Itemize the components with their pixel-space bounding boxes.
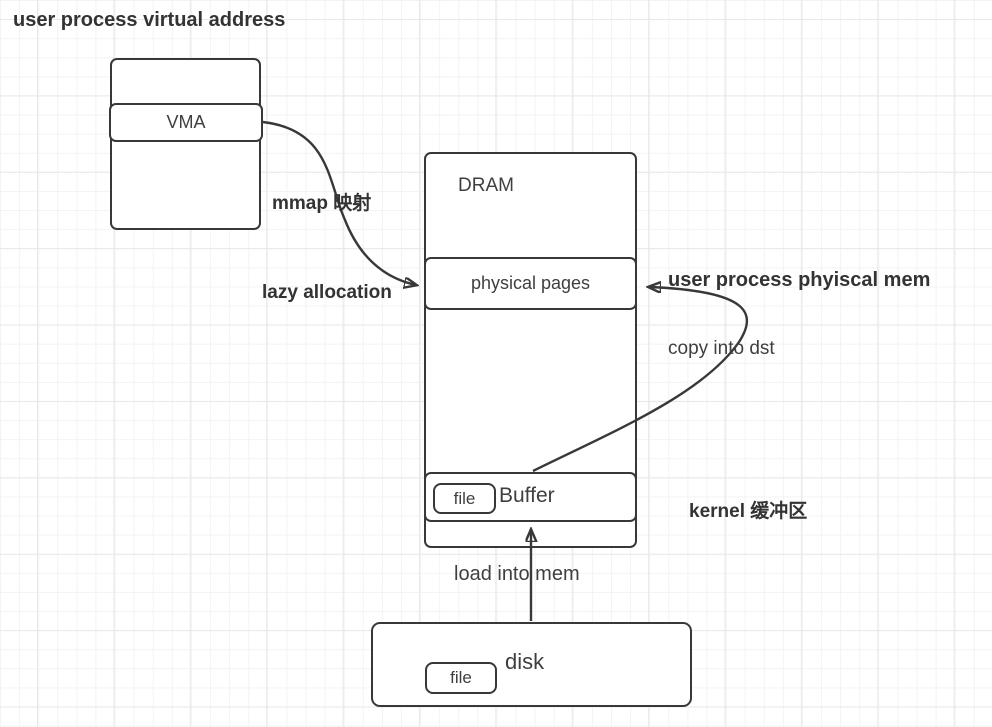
physical-pages-row: physical pages bbox=[424, 257, 637, 310]
user-process-mem-label: user process phyiscal mem bbox=[668, 269, 931, 291]
load-into-mem-label: load into mem bbox=[454, 563, 580, 585]
disk-file-label: file bbox=[450, 668, 472, 687]
lazy-allocation-label: lazy allocation bbox=[262, 282, 392, 303]
page-title: user process virtual address bbox=[13, 9, 286, 31]
vma-label: VMA bbox=[166, 112, 206, 132]
disk-box bbox=[371, 622, 692, 707]
disk-label: disk bbox=[505, 649, 545, 674]
disk-file-chip: file bbox=[425, 662, 497, 694]
physical-pages-label: physical pages bbox=[470, 273, 591, 293]
copy-into-dst-label: copy into dst bbox=[668, 338, 775, 359]
mmap-label: mmap 映射 bbox=[272, 193, 372, 214]
vma-row: VMA bbox=[109, 103, 263, 142]
buffer-file-label: file bbox=[453, 488, 476, 508]
virtual-address-box bbox=[110, 58, 261, 230]
dram-label: DRAM bbox=[458, 175, 514, 196]
buffer-file-chip: file bbox=[433, 483, 496, 514]
kernel-buffer-label: kernel 缓冲区 bbox=[689, 501, 808, 522]
buffer-label: Buffer bbox=[499, 484, 555, 507]
